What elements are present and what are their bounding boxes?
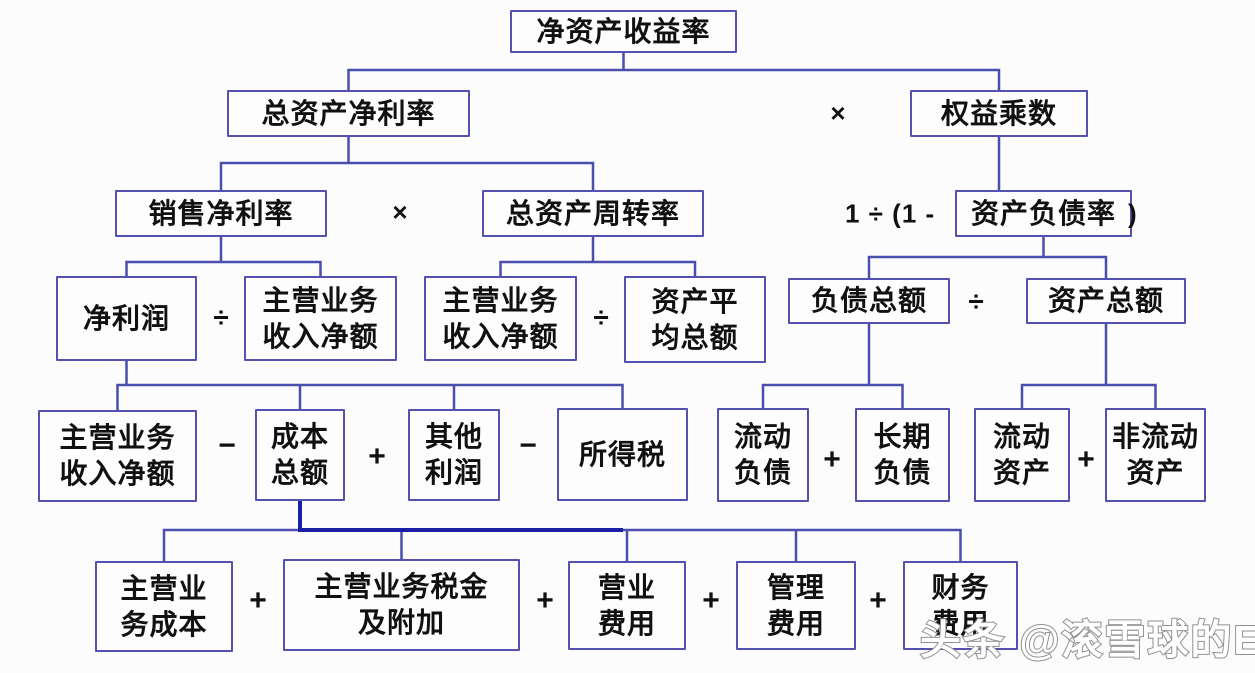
multiply-operator: ×: [830, 98, 846, 128]
divide-operator: ÷: [593, 302, 609, 333]
node-longterm-liabilities: 长期 负债: [855, 408, 950, 502]
divide-operator: ÷: [213, 302, 229, 333]
wire-total-assets-children: [1020, 324, 1157, 408]
node-main-business-cost: 主营业 务成本: [95, 561, 233, 652]
minus-operator: −: [218, 429, 236, 462]
node-income-tax: 所得税: [557, 408, 688, 501]
divide-operator: ÷: [968, 286, 984, 317]
wire-total-cost-children: [162, 528, 962, 561]
plus-operator: +: [536, 584, 554, 617]
wire-roe-children: [347, 53, 1001, 90]
node-total-asset-turnover: 总资产周转率: [482, 190, 704, 237]
node-debt-ratio: 资产负债率: [955, 190, 1132, 237]
equity-multiplier-formula-prefix: 1 ÷ (1 -: [845, 198, 936, 229]
node-total-assets: 资产总额: [1026, 278, 1186, 324]
node-current-assets: 流动 资产: [974, 408, 1070, 502]
node-main-revenue-2: 主营业务 收入净额: [424, 276, 577, 361]
node-financial-expense: 财务 费用: [903, 561, 1018, 650]
node-total-liabilities: 负债总额: [788, 278, 950, 324]
wire-sales-net-margin-children: [125, 237, 322, 276]
plus-operator: +: [702, 584, 720, 617]
node-main-revenue-1: 主营业务 收入净额: [244, 276, 397, 361]
wire-asset-turnover-children: [499, 237, 697, 276]
node-total-asset-net-margin: 总资产净利率: [227, 90, 470, 137]
multiply-operator: ×: [392, 197, 408, 227]
wire-debt-ratio-children: [867, 237, 1108, 278]
node-current-liabilities: 流动 负债: [717, 408, 809, 502]
equity-multiplier-formula-suffix: ): [1128, 198, 1138, 229]
minus-operator: −: [519, 429, 537, 462]
node-avg-total-assets: 资产平 均总额: [624, 276, 766, 363]
node-sales-net-margin: 销售净利率: [115, 190, 327, 237]
node-equity-multiplier: 权益乘数: [910, 90, 1088, 137]
wire-total-asset-net-margin-children: [219, 137, 595, 190]
plus-operator: +: [368, 440, 386, 473]
wire-net-profit-children: [116, 361, 624, 410]
plus-operator: +: [1077, 443, 1095, 476]
plus-operator: +: [869, 584, 887, 617]
wire-total-liabilities-children: [761, 324, 904, 408]
node-total-cost: 成本 总额: [255, 409, 345, 501]
node-operating-expense: 营业 费用: [568, 561, 686, 650]
node-roe: 净资产收益率: [510, 10, 737, 53]
node-admin-expense: 管理 费用: [736, 561, 856, 650]
wire-total-cost-emphasis: [298, 501, 623, 532]
node-net-profit: 净利润: [56, 276, 197, 361]
node-tax-and-surcharge: 主营业务税金 及附加: [283, 559, 520, 651]
toutiao-watermark: 头条 @滚雪球的Eric: [919, 616, 1255, 664]
plus-operator: +: [249, 584, 267, 617]
node-main-revenue-3: 主营业务 收入净额: [38, 410, 197, 502]
plus-operator: +: [823, 443, 841, 476]
node-noncurrent-assets: 非流动 资产: [1105, 408, 1206, 502]
node-other-profit: 其他 利润: [408, 409, 500, 501]
